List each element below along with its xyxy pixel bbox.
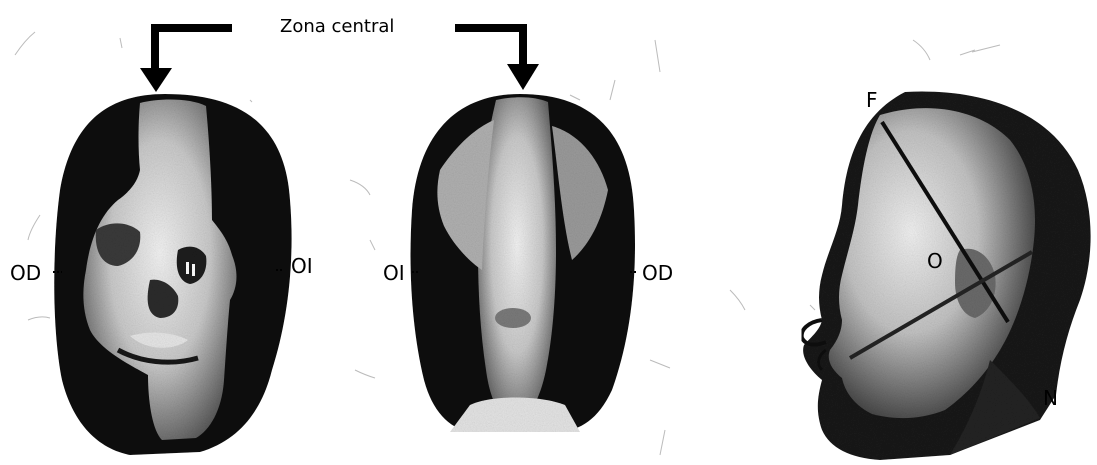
side-point-n-label: N xyxy=(1043,388,1058,408)
back-right-side-label: OD xyxy=(642,263,673,283)
front-right-side-label: OD xyxy=(10,263,41,283)
back-view-head xyxy=(411,94,636,432)
back-left-side-label: OI xyxy=(383,263,405,283)
side-point-o-label: O xyxy=(927,251,943,271)
side-point-f-label: F xyxy=(866,90,878,110)
front-view-head xyxy=(54,94,291,455)
front-left-side-label: OI xyxy=(291,256,313,276)
left-arrow xyxy=(140,28,232,92)
right-arrow xyxy=(455,28,539,90)
central-zone-label: Zona central xyxy=(280,18,394,36)
